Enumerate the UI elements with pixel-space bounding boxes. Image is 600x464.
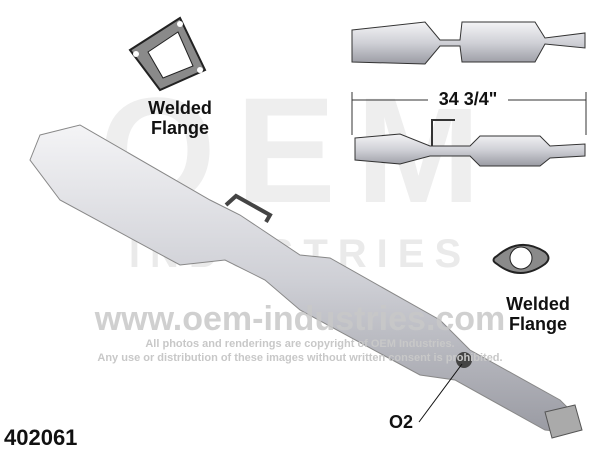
o2-sensor-label: O2 [388, 412, 413, 432]
watermark-line1: All photos and renderings are copyright … [145, 338, 455, 350]
flange-top-line2: Flange [150, 118, 209, 138]
flange-top-label: Welded Flange [120, 98, 240, 138]
flange-top-line1: Welded [148, 98, 212, 118]
gasket-top-icon [128, 16, 207, 92]
flange-right-line2: Flange [508, 314, 567, 334]
sensor-leader-line [418, 363, 463, 423]
flange-right-label: Welded Flange [478, 294, 598, 334]
gasket-right-icon [492, 244, 550, 274]
flange-right-line1: Welded [506, 294, 570, 314]
part-number: 402061 [4, 425, 78, 450]
catalytic-converter-main [29, 124, 583, 439]
watermark-line2: Any use or distribution of these images … [97, 352, 503, 364]
top-view-thumbnail [351, 21, 586, 65]
watermark-url: www.oem-industries.com [94, 300, 506, 338]
dimension-label: 34 3/4" [428, 89, 508, 109]
side-view-thumbnail [351, 92, 587, 167]
